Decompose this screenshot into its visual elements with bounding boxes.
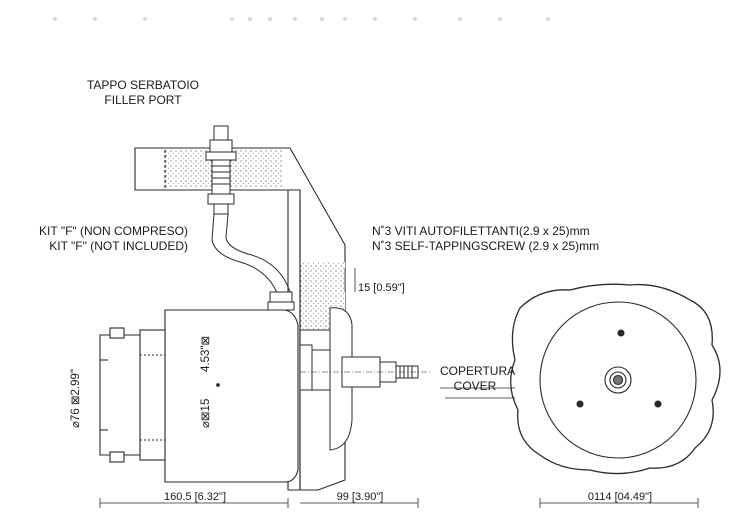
cover-diameter-dimension: 0114 [04.49"] (587, 491, 653, 503)
kit-label-en: KIT "F" (NOT INCLUDED) (49, 239, 188, 253)
filler-port-label-it: TAPPO SERBATOIO (86, 78, 200, 92)
shaft-length-dimension: 99 [3.90"] (336, 491, 384, 503)
screws-label-en: N˚3 SELF-TAPPINGSCREW (2.9 x 25)mm (372, 239, 600, 253)
body-diameter-in: 4.53"⊠ (200, 335, 212, 372)
body-length-dimension: 160.5 [6.32"] (163, 491, 226, 503)
filler-port-label-en: FILLER PORT (104, 93, 182, 107)
cover-front-view (510, 283, 721, 475)
body-diameter-mm: ⌀⊠15 (200, 398, 212, 428)
dimension-lines (99, 498, 699, 508)
cover-label-it: COPERTURA (440, 364, 516, 378)
shaft-assembly (299, 307, 430, 451)
cover-label-en: COVER (453, 379, 497, 393)
thickness-dimension: 15 [0.59"] (358, 282, 405, 294)
leader-lines (344, 268, 515, 399)
top-dots (53, 17, 550, 21)
screws-label-it: N˚3 VITI AUTOFILETTANTI(2.9 x 25)mm (372, 224, 590, 238)
filler-port-fitting (205, 125, 237, 215)
hose (211, 213, 295, 311)
flange-diameter-dimension: ⌀76 ⊠2.99" (70, 368, 82, 428)
pump-body (99, 309, 299, 483)
kit-label-it: KIT "F" (NON COMPRESO) (39, 224, 188, 238)
